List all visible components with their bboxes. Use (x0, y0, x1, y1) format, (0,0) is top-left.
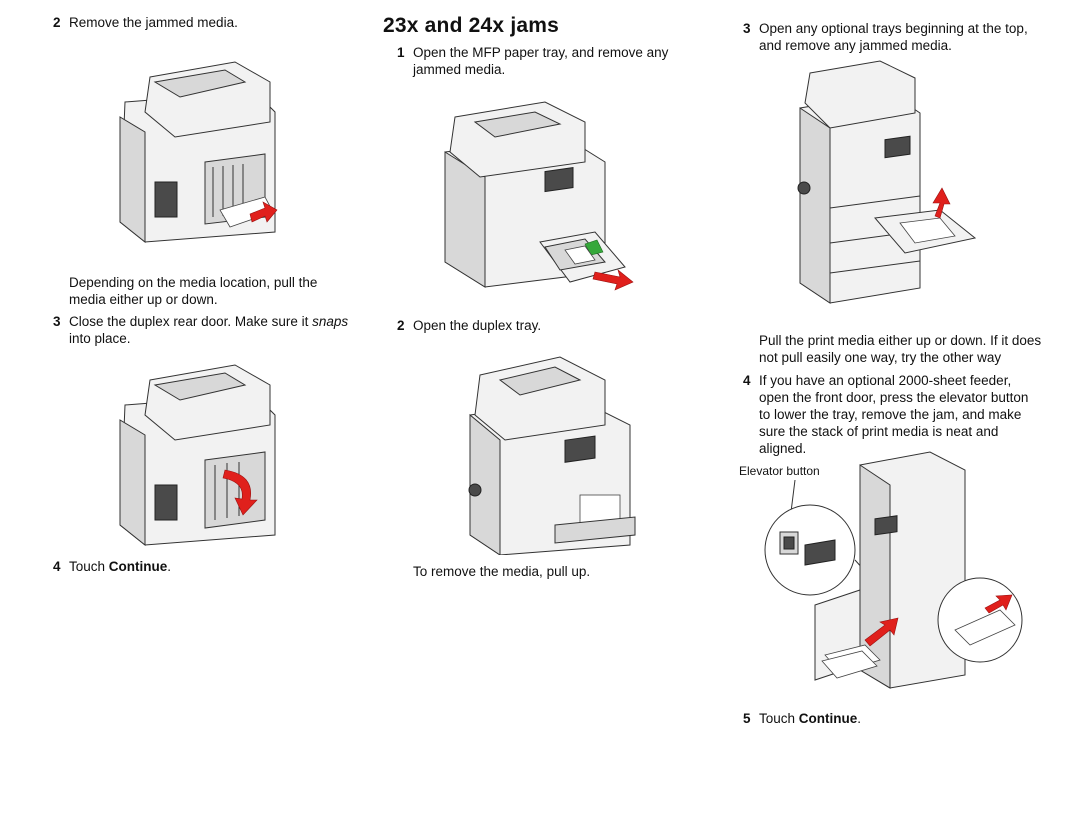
step-open-mfp-tray: 1 Open the MFP paper tray, and remove an… (397, 44, 687, 78)
step-touch-continue: 4 Touch Continue. (53, 558, 353, 575)
step-text: Touch Continue. (69, 559, 172, 574)
step-text: Remove the jammed media. (69, 15, 238, 30)
printer-open-tray-illustration (444, 101, 634, 291)
step-open-optional-trays: 3 Open any optional trays beginning at t… (743, 20, 1043, 54)
step-number: 3 (743, 21, 751, 36)
step-text: Open the duplex tray. (413, 318, 542, 333)
step-number: 4 (53, 559, 61, 574)
printer-close-door-illustration (119, 364, 276, 547)
printer-open-duplex-illustration (468, 356, 636, 555)
step-open-duplex-tray: 2 Open the duplex tray. (397, 317, 687, 334)
continue-label: Continue (108, 559, 168, 574)
page-title: 23x and 24x jams (383, 14, 559, 37)
step-touch-continue-final: 5 Touch Continue. (743, 710, 1043, 727)
printer-rear-door-jam-illustration (119, 61, 278, 244)
step-text: If you have an optional 2000-sheet feede… (759, 373, 1029, 456)
step-text: Open any optional trays beginning at the… (759, 21, 1028, 53)
step-text: Touch Continue. (759, 711, 862, 726)
step-number: 2 (397, 318, 405, 333)
step-number: 2 (53, 15, 61, 30)
printer-2000-sheet-feeder-illustration (764, 451, 1023, 689)
step-2000-sheet-feeder: 4 If you have an optional 2000-sheet fee… (743, 372, 1043, 457)
step-number: 3 (53, 314, 61, 329)
step-number: 5 (743, 711, 751, 726)
pull-either-way-note: Pull the print media either up or down. … (759, 333, 1042, 365)
step-number: 1 (397, 45, 405, 60)
step-text: Close the duplex rear door. Make sure it… (69, 314, 349, 346)
printer-optional-trays-illustration (797, 60, 977, 304)
step-number: 4 (743, 373, 751, 388)
step-remove-jammed-media: 2 Remove the jammed media. (53, 14, 353, 31)
step-close-duplex-door: 3 Close the duplex rear door. Make sure … (53, 313, 353, 347)
elevator-button-callout: Elevator button (739, 464, 820, 478)
media-location-note: Depending on the media location, pull th… (69, 275, 318, 307)
pull-up-note: To remove the media, pull up. (413, 564, 591, 579)
emphasis-snaps: snaps (312, 314, 349, 329)
step-text: Open the MFP paper tray, and remove any … (413, 45, 669, 77)
continue-label: Continue (798, 711, 858, 726)
